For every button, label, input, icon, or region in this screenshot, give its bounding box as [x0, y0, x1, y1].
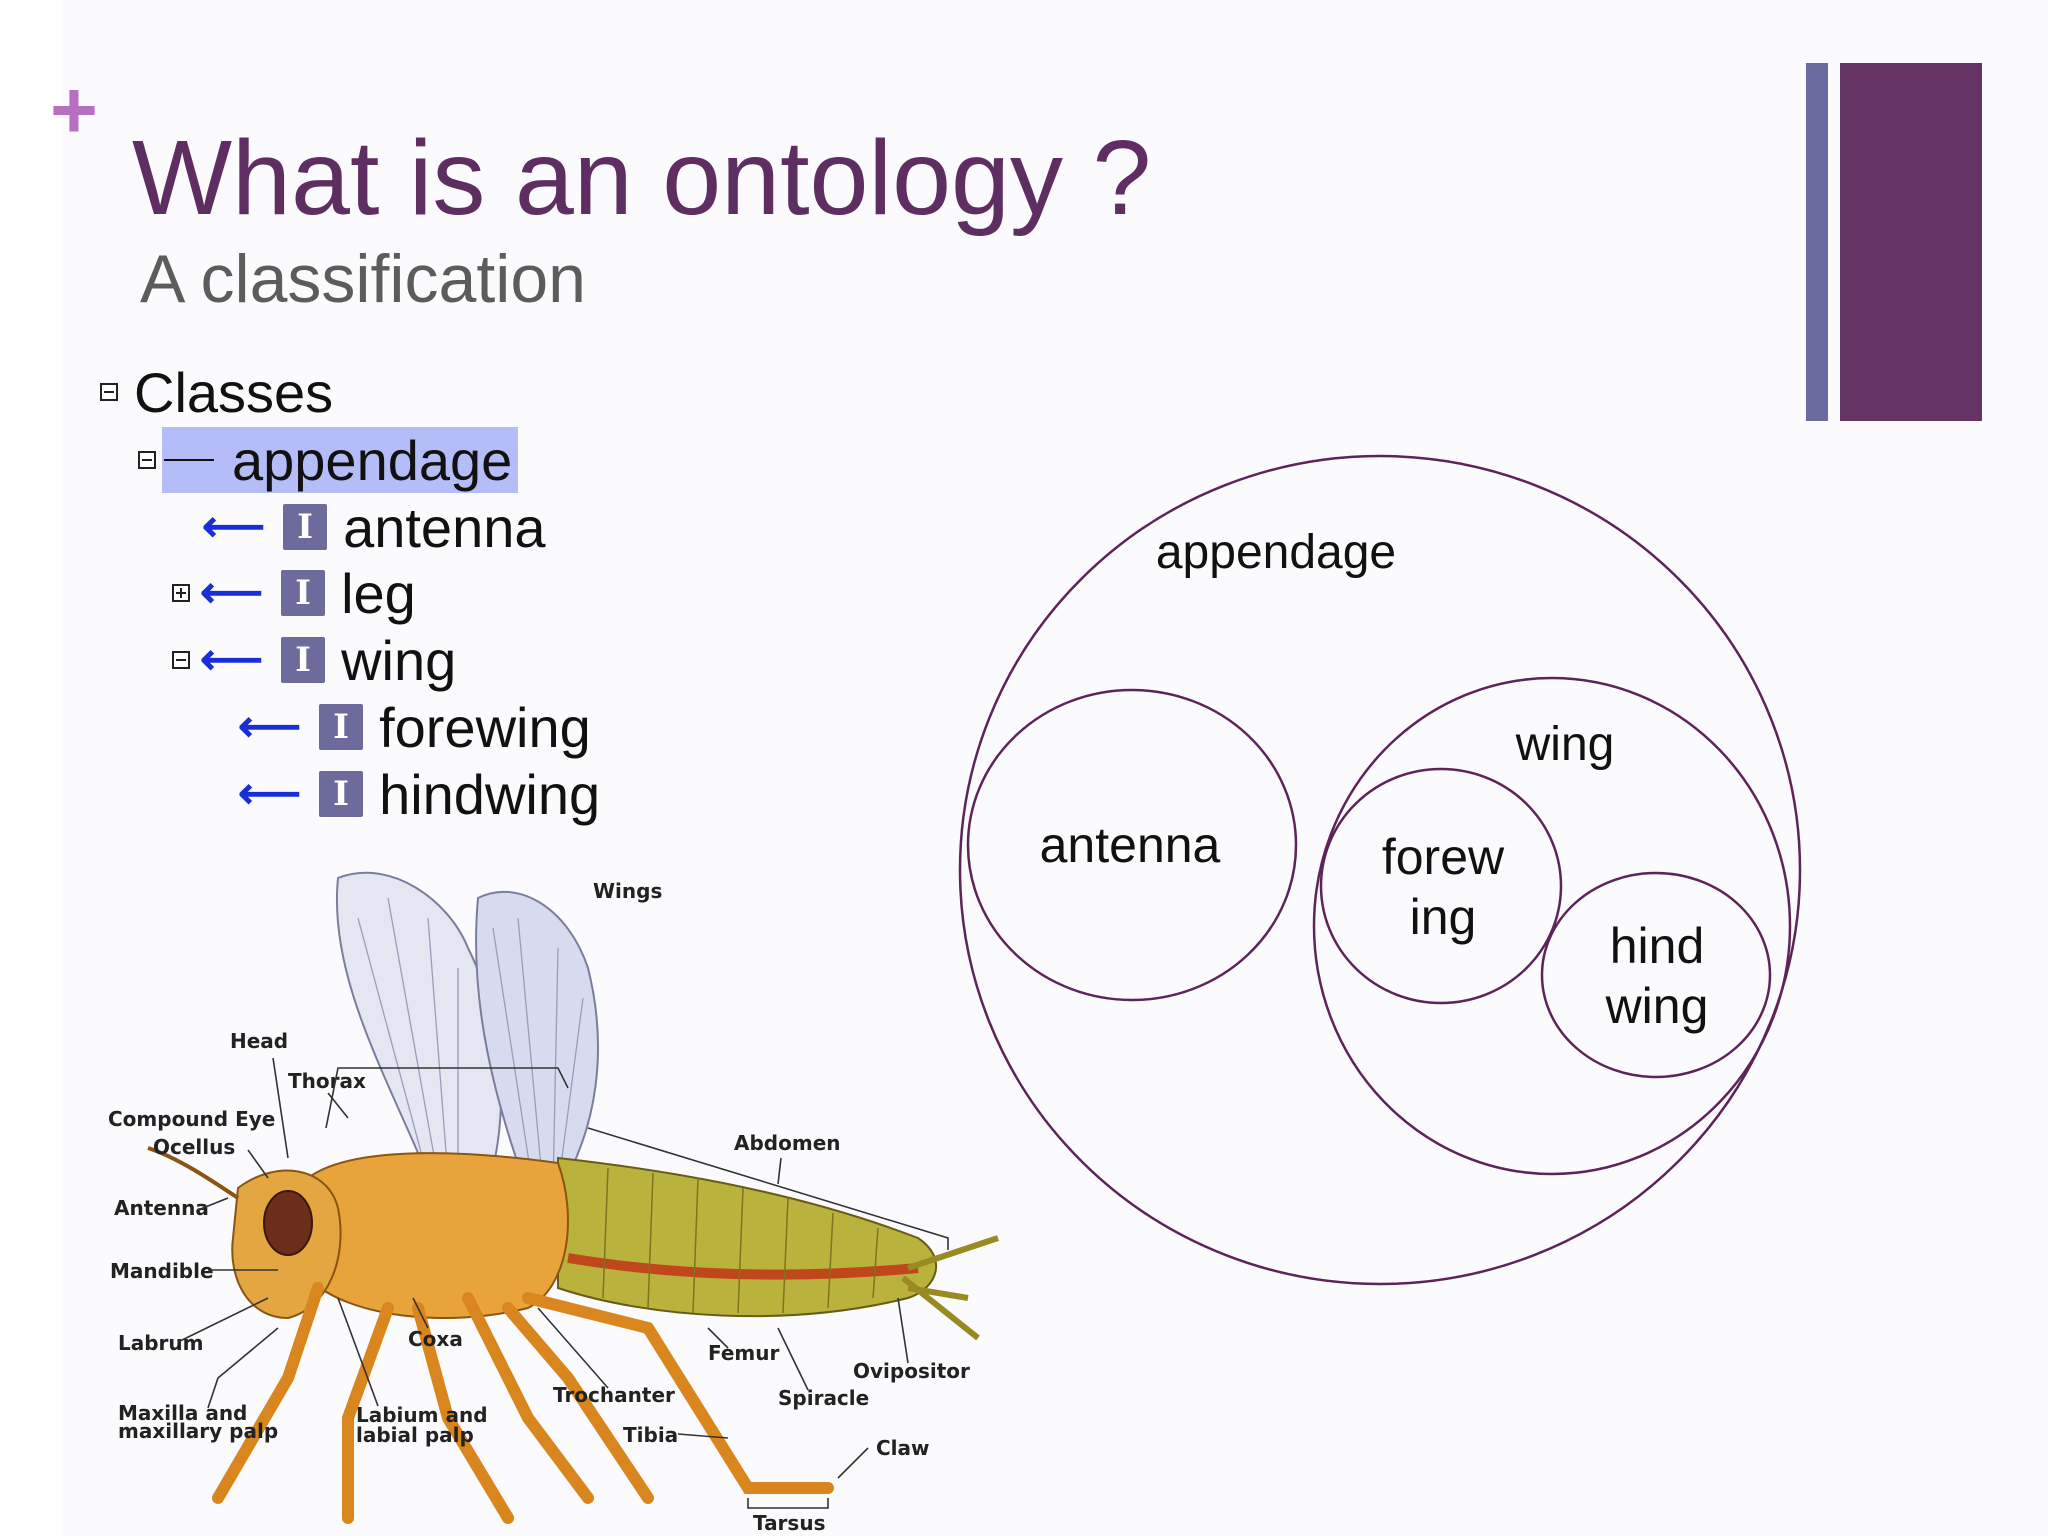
- label-maxilla-1: Maxilla and: [118, 1401, 247, 1425]
- subclass-arrow-icon: ⟵: [202, 502, 266, 551]
- tree-item-forewing[interactable]: ⟵ I forewing: [238, 695, 591, 759]
- venn-label-hindwing-line2: wing: [1605, 978, 1709, 1034]
- venn-label-appendage: appendage: [1156, 526, 1396, 579]
- slide-subtitle: A classification: [140, 241, 586, 317]
- label-ocellus: Ocellus: [153, 1135, 235, 1159]
- label-coxa: Coxa: [408, 1327, 463, 1351]
- antenna-shape: [147, 1146, 240, 1200]
- label-thorax: Thorax: [288, 1069, 366, 1093]
- tree-item-appendage[interactable]: appendage: [138, 427, 519, 493]
- label-ovipositor: Ovipositor: [853, 1359, 970, 1383]
- tree-item-hindwing[interactable]: ⟵ I hindwing: [238, 762, 601, 826]
- abdomen-shape: [557, 1156, 938, 1318]
- expand-icon[interactable]: [172, 584, 190, 602]
- tree-item-antenna[interactable]: ⟵ I antenna: [202, 495, 546, 559]
- circle-appendage: [958, 454, 1802, 1286]
- label-antenna: Antenna: [114, 1196, 209, 1220]
- collapse-icon[interactable]: [172, 651, 190, 669]
- tree-item-label: leg: [341, 561, 416, 625]
- containment-diagram: appendage antenna wing forew ing hind wi…: [958, 454, 1802, 1286]
- accent-bar-right: [1840, 63, 1982, 421]
- instance-icon: I: [281, 637, 326, 683]
- tree-item-label: appendage: [232, 428, 513, 492]
- label-trochanter: Trochanter: [553, 1383, 675, 1407]
- circle-forewing: [1319, 767, 1563, 1005]
- label-tarsus: Tarsus: [753, 1511, 825, 1535]
- label-femur: Femur: [708, 1341, 779, 1365]
- label-spiracle: Spiracle: [778, 1386, 869, 1410]
- subclass-arrow-icon: ⟵: [200, 635, 264, 684]
- label-wings: Wings: [593, 879, 662, 903]
- tree-item-label: antenna: [343, 495, 546, 559]
- label-compound-eye: Compound Eye: [108, 1107, 275, 1131]
- tree-root-label[interactable]: Classes: [134, 360, 334, 424]
- venn-label-antenna: antenna: [1040, 817, 1221, 873]
- circle-hindwing: [1540, 871, 1772, 1079]
- circle-wing: [1312, 676, 1792, 1176]
- subclass-arrow-icon: ⟵: [238, 769, 302, 818]
- ovipositor-shape: [901, 1235, 999, 1341]
- label-tibia: Tibia: [623, 1423, 678, 1447]
- instance-icon: I: [281, 570, 326, 616]
- venn-label-wing: wing: [1515, 718, 1615, 771]
- label-abdomen: Abdomen: [734, 1131, 841, 1155]
- venn-label-forewing-line2: ing: [1410, 889, 1477, 945]
- instance-icon: I: [283, 504, 328, 550]
- label-maxilla-2: maxillary palp: [118, 1419, 278, 1443]
- tree-item-label: forewing: [379, 695, 591, 759]
- instance-icon: I: [319, 771, 364, 817]
- abdomen-stripe: [567, 1253, 919, 1280]
- plus-icon: +: [50, 65, 98, 156]
- subclass-arrow-icon: ⟵: [238, 702, 302, 751]
- instance-icon: I: [319, 704, 364, 750]
- accent-bar-left: [1806, 63, 1828, 421]
- insect-anatomy-illustration: Wings Head Thorax Compound Eye Ocellus A…: [108, 871, 999, 1535]
- label-labrum: Labrum: [118, 1331, 204, 1355]
- tree-item-label: hindwing: [379, 762, 601, 826]
- leader-lines: [177, 1057, 949, 1509]
- tree-root-row: Classes: [100, 360, 334, 424]
- tree-item-leg[interactable]: ⟵ I leg: [172, 561, 416, 625]
- venn-label-hindwing-line1: hind: [1610, 918, 1705, 974]
- slide-title: What is an ontology ?: [132, 119, 1152, 237]
- circle-antenna: [966, 688, 1298, 1002]
- compound-eye-shape: [263, 1190, 313, 1256]
- collapse-icon[interactable]: [100, 383, 118, 401]
- label-labium-1: Labium and: [356, 1403, 488, 1427]
- selection-highlight: appendage: [162, 427, 519, 493]
- label-head: Head: [230, 1029, 288, 1053]
- tree-connector: [164, 459, 214, 461]
- tree-item-wing[interactable]: ⟵ I wing: [172, 628, 457, 692]
- label-claw: Claw: [876, 1436, 930, 1460]
- collapse-icon[interactable]: [138, 451, 156, 469]
- tree-item-label: wing: [341, 628, 457, 692]
- venn-label-forewing-line1: forew: [1382, 829, 1505, 885]
- label-labium-2: labial palp: [356, 1423, 474, 1447]
- subclass-arrow-icon: ⟵: [200, 568, 264, 617]
- abdomen-segments: [602, 1167, 879, 1314]
- legs: [212, 1282, 834, 1524]
- label-mandible: Mandible: [110, 1259, 214, 1283]
